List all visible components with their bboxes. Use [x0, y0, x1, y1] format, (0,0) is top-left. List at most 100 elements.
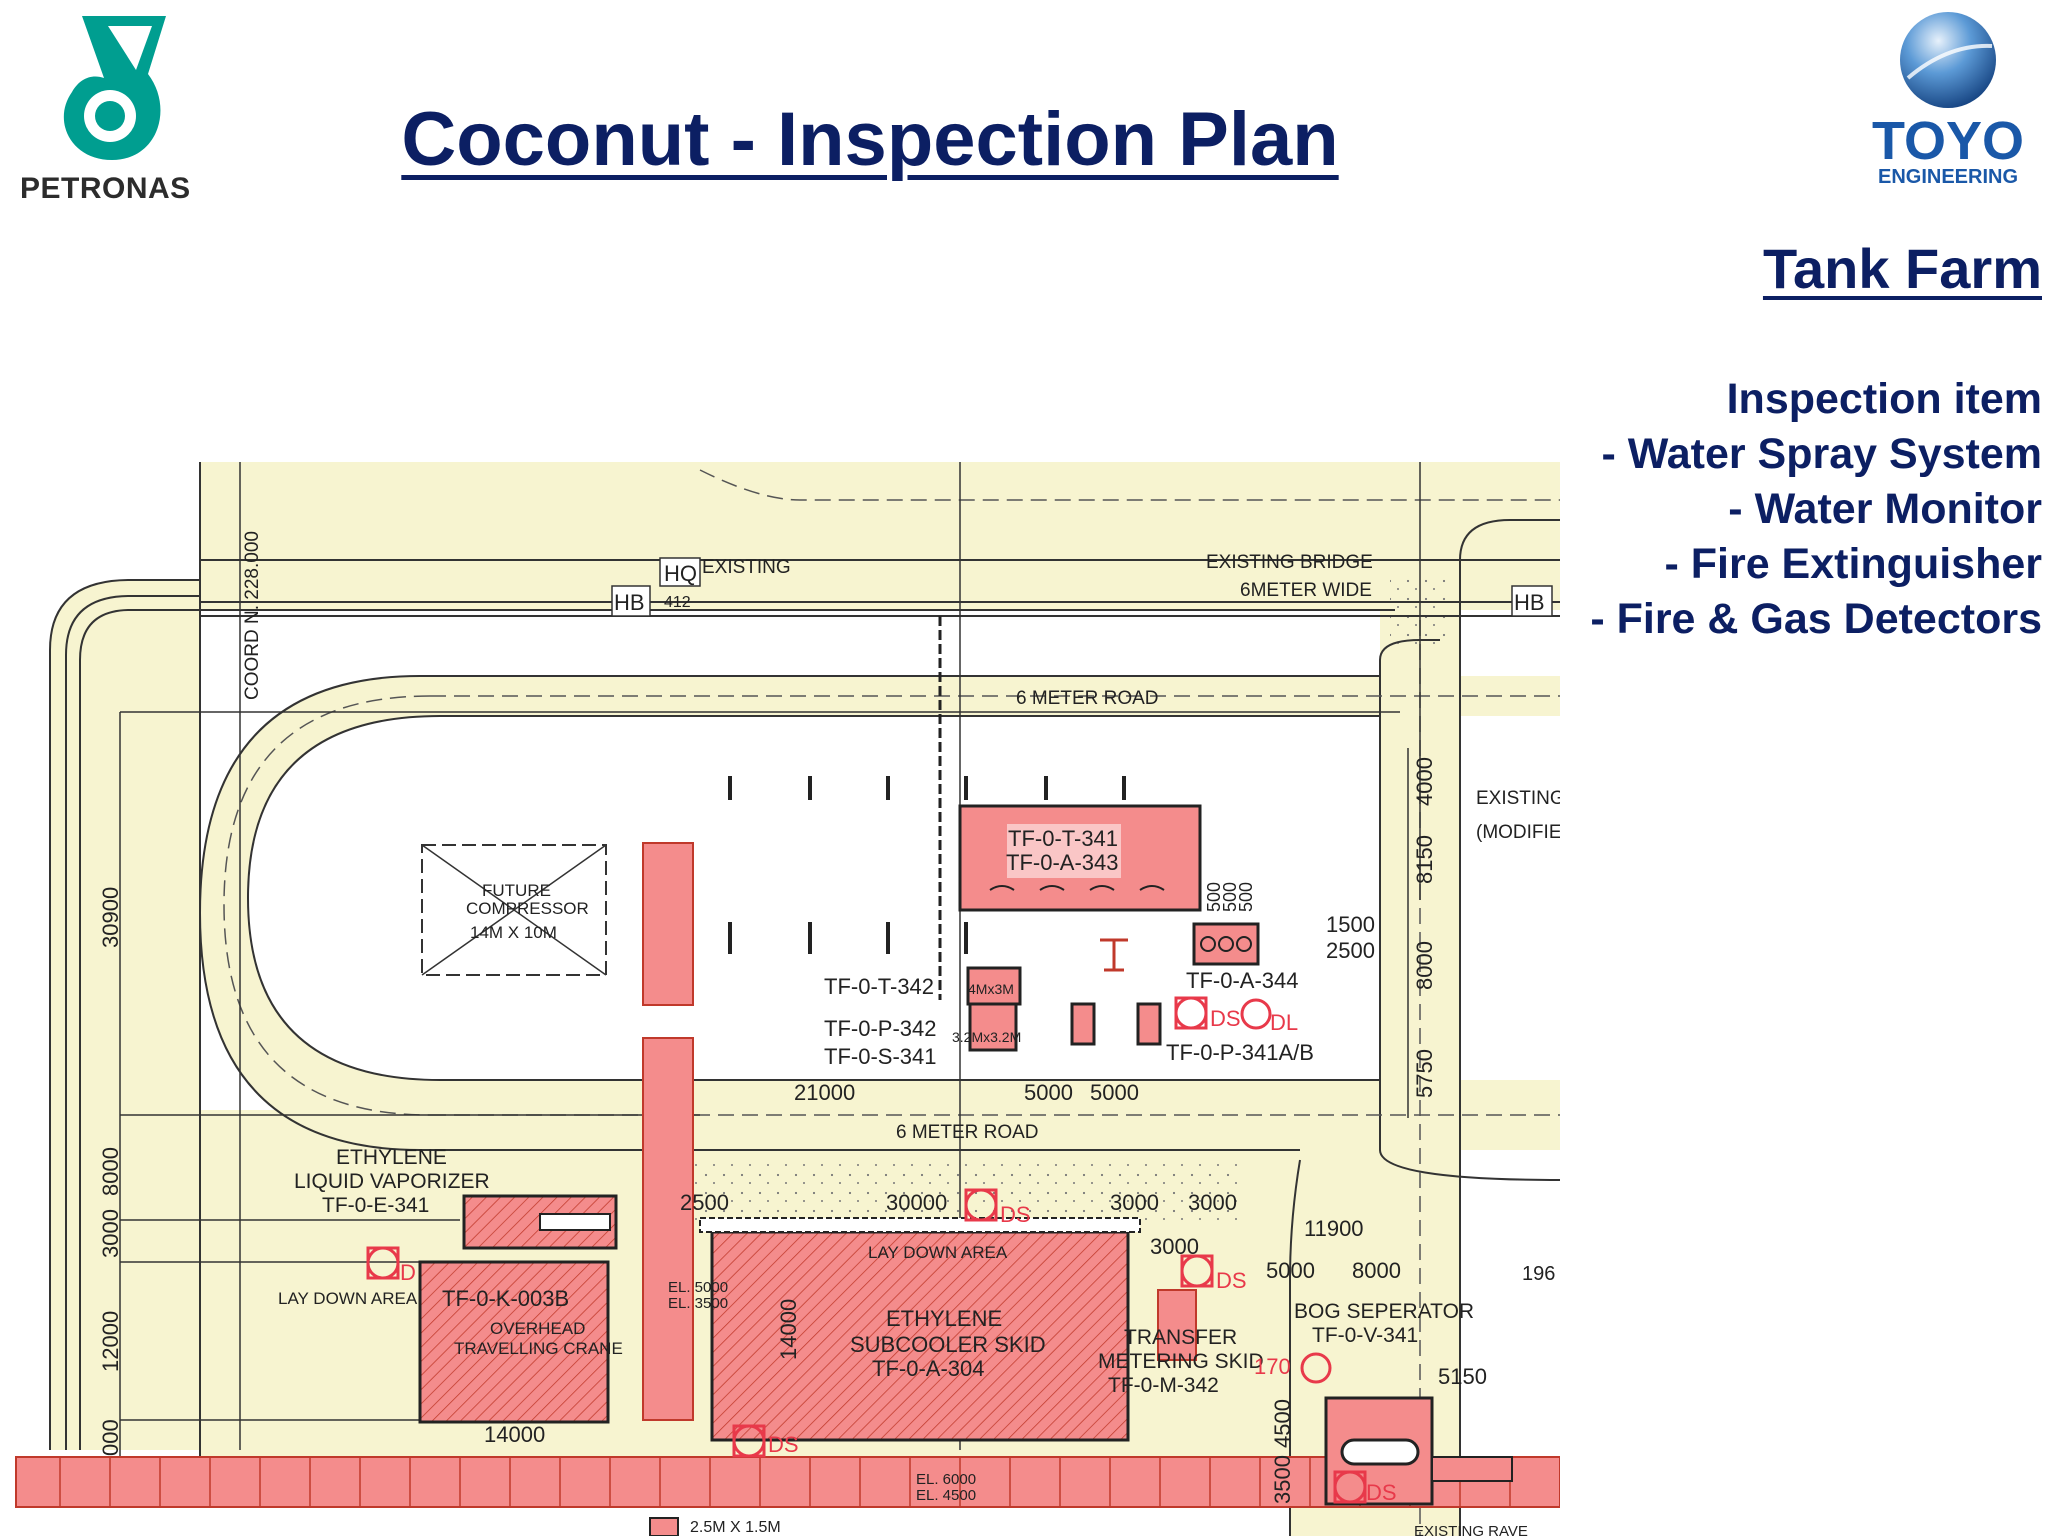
- toyo-subtitle: ENGINEERING: [1877, 166, 2019, 188]
- transfer-label-3: TF-0-M-342: [1108, 1374, 1219, 1397]
- t342-label: TF-0-T-342: [824, 974, 934, 999]
- dim-8000-right: 8000: [1412, 941, 1437, 990]
- future-label-3: 14M X 10M: [470, 923, 557, 942]
- section-title: Tank Farm: [1762, 237, 2042, 300]
- ds-label: DS: [1216, 1268, 1247, 1293]
- dim-1500: 1500: [1326, 912, 1375, 937]
- s341-label: TF-0-S-341: [824, 1044, 936, 1069]
- dim-21000: 21000: [794, 1080, 855, 1105]
- dim-8000-left: 8000: [98, 1147, 123, 1196]
- eth-sub-label-3: TF-0-A-304: [872, 1356, 984, 1381]
- size-4x3-label: 4Mx3M: [968, 981, 1014, 997]
- dim-3000-c: 3000: [1150, 1234, 1199, 1259]
- inspection-item: - Water Monitor: [1728, 485, 2042, 533]
- eth-sub-label-2: SUBCOOLER SKID: [850, 1332, 1046, 1357]
- tank-a343-label: TF-0-A-343: [1006, 850, 1118, 875]
- modified-label: (MODIFIEI: [1476, 822, 1560, 843]
- size-32-label: 3.2Mx3.2M: [952, 1029, 1021, 1045]
- future-compressor: [421, 844, 607, 976]
- label-196: 196: [1522, 1263, 1555, 1285]
- transfer-metering-skid: [1157, 1289, 1197, 1361]
- sleepers: [728, 776, 1126, 954]
- petronas-logo-icon: [63, 16, 166, 160]
- future-label-2: COMPRESSOR: [466, 899, 589, 918]
- bog-label-1: BOG SEPERATOR: [1294, 1300, 1474, 1323]
- eth-sub-label-1: ETHYLENE: [886, 1306, 1002, 1331]
- road-top-label: 6 METER ROAD: [1016, 688, 1159, 709]
- dim-11900: 11900: [1304, 1216, 1364, 1241]
- dim-12000: 12000: [98, 1311, 123, 1372]
- bridge-width-label: 6METER WIDE: [1240, 580, 1372, 601]
- dim-3000-left: 3000: [98, 1209, 123, 1258]
- dim-8150: 8150: [1412, 835, 1437, 884]
- toyo-wordmark: TOYO: [1871, 111, 2025, 171]
- tank-t341-label: TF-0-T-341: [1008, 826, 1118, 851]
- eth-liquid-label-1: ETHYLENE: [336, 1146, 447, 1169]
- dim-5000-b: 5000: [1090, 1080, 1139, 1105]
- dim-500-c: 500: [1236, 882, 1256, 912]
- bog-label-2: TF-0-V-341: [1312, 1324, 1418, 1347]
- inspection-item: - Fire Extinguisher: [1664, 540, 2042, 588]
- ds-label: DS: [1000, 1202, 1031, 1227]
- gas-detectors: [366, 996, 1367, 1504]
- hb-label-right: HB: [1514, 590, 1545, 615]
- pump-tf-0-p-341a: [1070, 1002, 1096, 1046]
- tank-tf-0-t-341: [958, 804, 1202, 912]
- pipe-rack-upper: [642, 842, 694, 1006]
- a344-label: TF-0-A-344: [1186, 968, 1298, 993]
- pipe-rack: [15, 1456, 1560, 1536]
- el-top-1: EL. 5000: [668, 1279, 728, 1296]
- pump-tf-0-p-341b: [1136, 1002, 1162, 1046]
- dim-30900: 30900: [98, 887, 123, 948]
- dim-3500: 3500: [1270, 1455, 1295, 1504]
- dim-500-b: 500: [1220, 882, 1240, 912]
- eth-liquid-label-2: LIQUID VAPORIZER: [294, 1170, 490, 1193]
- toyo-globe-icon: [1900, 12, 1996, 108]
- d-label: D: [400, 1260, 416, 1285]
- pumps-tf-0-a-344: [1192, 922, 1260, 966]
- ds-label: DS: [768, 1432, 799, 1457]
- el-top-2: EL. 3500: [668, 1295, 728, 1312]
- pump-tf-0-p-342: [968, 1002, 1018, 1052]
- existing-bottom-label: EXISTING RAVE: [1414, 1523, 1528, 1536]
- bridge-label: EXISTING BRIDGE: [1206, 552, 1373, 573]
- dl-label: DL: [1270, 1010, 1298, 1035]
- pipe-rack-lower: [642, 1037, 694, 1421]
- crane-label-1: OVERHEAD: [490, 1319, 585, 1338]
- label-412: 412: [664, 594, 691, 611]
- dim-4000: 4000: [1412, 757, 1437, 806]
- water-monitor-icon: [1100, 938, 1128, 972]
- dim-3000-b: 3000: [1188, 1190, 1237, 1215]
- dim-2500: 2500: [680, 1190, 729, 1215]
- ds-label: DS: [1366, 1480, 1397, 1505]
- inspection-list-heading: Inspection item: [1726, 375, 2042, 423]
- dim-30000: 30000: [886, 1190, 947, 1215]
- k003b-label: TF-0-K-003B: [442, 1286, 569, 1311]
- p341ab-label: TF-0-P-341A/B: [1166, 1040, 1314, 1065]
- ethylene-liquid-vaporizer: [462, 1194, 618, 1250]
- petronas-wordmark: PETRONAS: [20, 172, 191, 205]
- hb-box-right: [1511, 585, 1553, 617]
- inspection-item: - Water Spray System: [1601, 430, 2042, 478]
- transfer-label-1: TRANSFER: [1124, 1326, 1237, 1349]
- eth-liquid-label-3: TF-0-E-341: [322, 1194, 429, 1217]
- dim-4500: 4500: [1270, 1399, 1295, 1448]
- transfer-label-2: METERING SKID: [1098, 1350, 1264, 1373]
- hq-box: [659, 557, 701, 587]
- dim-3000-a: 3000: [1110, 1190, 1159, 1215]
- ds-label: DS: [1210, 1006, 1241, 1031]
- inspection-item: - Fire & Gas Detectors: [1590, 595, 2042, 643]
- size-bottom-label: 2.5M X 1.5M: [690, 1519, 781, 1536]
- road-mid-label: 6 METER ROAD: [896, 1122, 1039, 1143]
- dim-5000-a: 5000: [1024, 1080, 1073, 1105]
- laydown-label: LAY DOWN AREA: [278, 1289, 418, 1308]
- bog-separator: [1324, 1396, 1513, 1506]
- dim-5750: 5750: [1412, 1049, 1437, 1098]
- hb-box: [611, 585, 651, 617]
- p342-label: TF-0-P-342: [824, 1016, 936, 1041]
- dim-8000-c: 8000: [1352, 1258, 1401, 1283]
- dim-500-a: 500: [1204, 882, 1224, 912]
- existing-label: EXISTING: [702, 557, 791, 578]
- dim-14000-h: 14000: [484, 1422, 545, 1447]
- future-label-1: FUTURE: [482, 881, 551, 900]
